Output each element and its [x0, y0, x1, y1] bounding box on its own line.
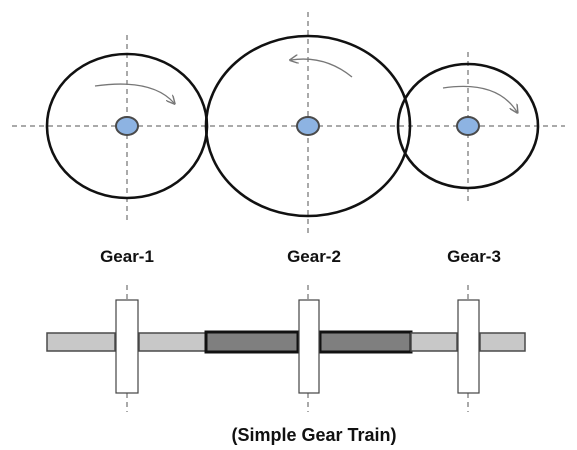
- front-view-hubs: [115, 116, 480, 136]
- gear-2-counter-clockwise-arrow-icon: [291, 59, 353, 78]
- gear-1-label: Gear-1: [100, 247, 154, 266]
- rotation-arrows: [94, 59, 517, 112]
- diagram-caption: (Simple Gear Train): [231, 425, 396, 445]
- shaft-1: [115, 299, 139, 394]
- gear-2-outline: [204, 34, 412, 218]
- gear-3-side-left: [410, 332, 458, 352]
- gear-3-outline: [396, 62, 540, 190]
- front-view-gears: [45, 34, 540, 218]
- shaft-2: [298, 299, 320, 394]
- front-view-centerlines: [12, 12, 565, 235]
- gear-1-side-right: [138, 332, 207, 352]
- gear-3-hub: [456, 116, 480, 136]
- gear-2-side-left: [204, 330, 300, 354]
- gear-2-hub: [296, 116, 320, 136]
- side-view-shafts: [115, 299, 480, 394]
- shaft-3: [457, 299, 480, 394]
- gear-1-clockwise-arrow-icon: [94, 83, 174, 103]
- gear-1-side-left: [46, 332, 116, 352]
- gear-3-clockwise-arrow-icon: [442, 85, 517, 112]
- gear-2-side-right: [318, 330, 413, 354]
- gear-3-label: Gear-3: [447, 247, 501, 266]
- gear-3-side-right: [479, 332, 526, 352]
- gear-2-label: Gear-2: [287, 247, 341, 266]
- side-view-gear-bodies: [46, 330, 526, 354]
- gear-1-hub: [115, 116, 139, 136]
